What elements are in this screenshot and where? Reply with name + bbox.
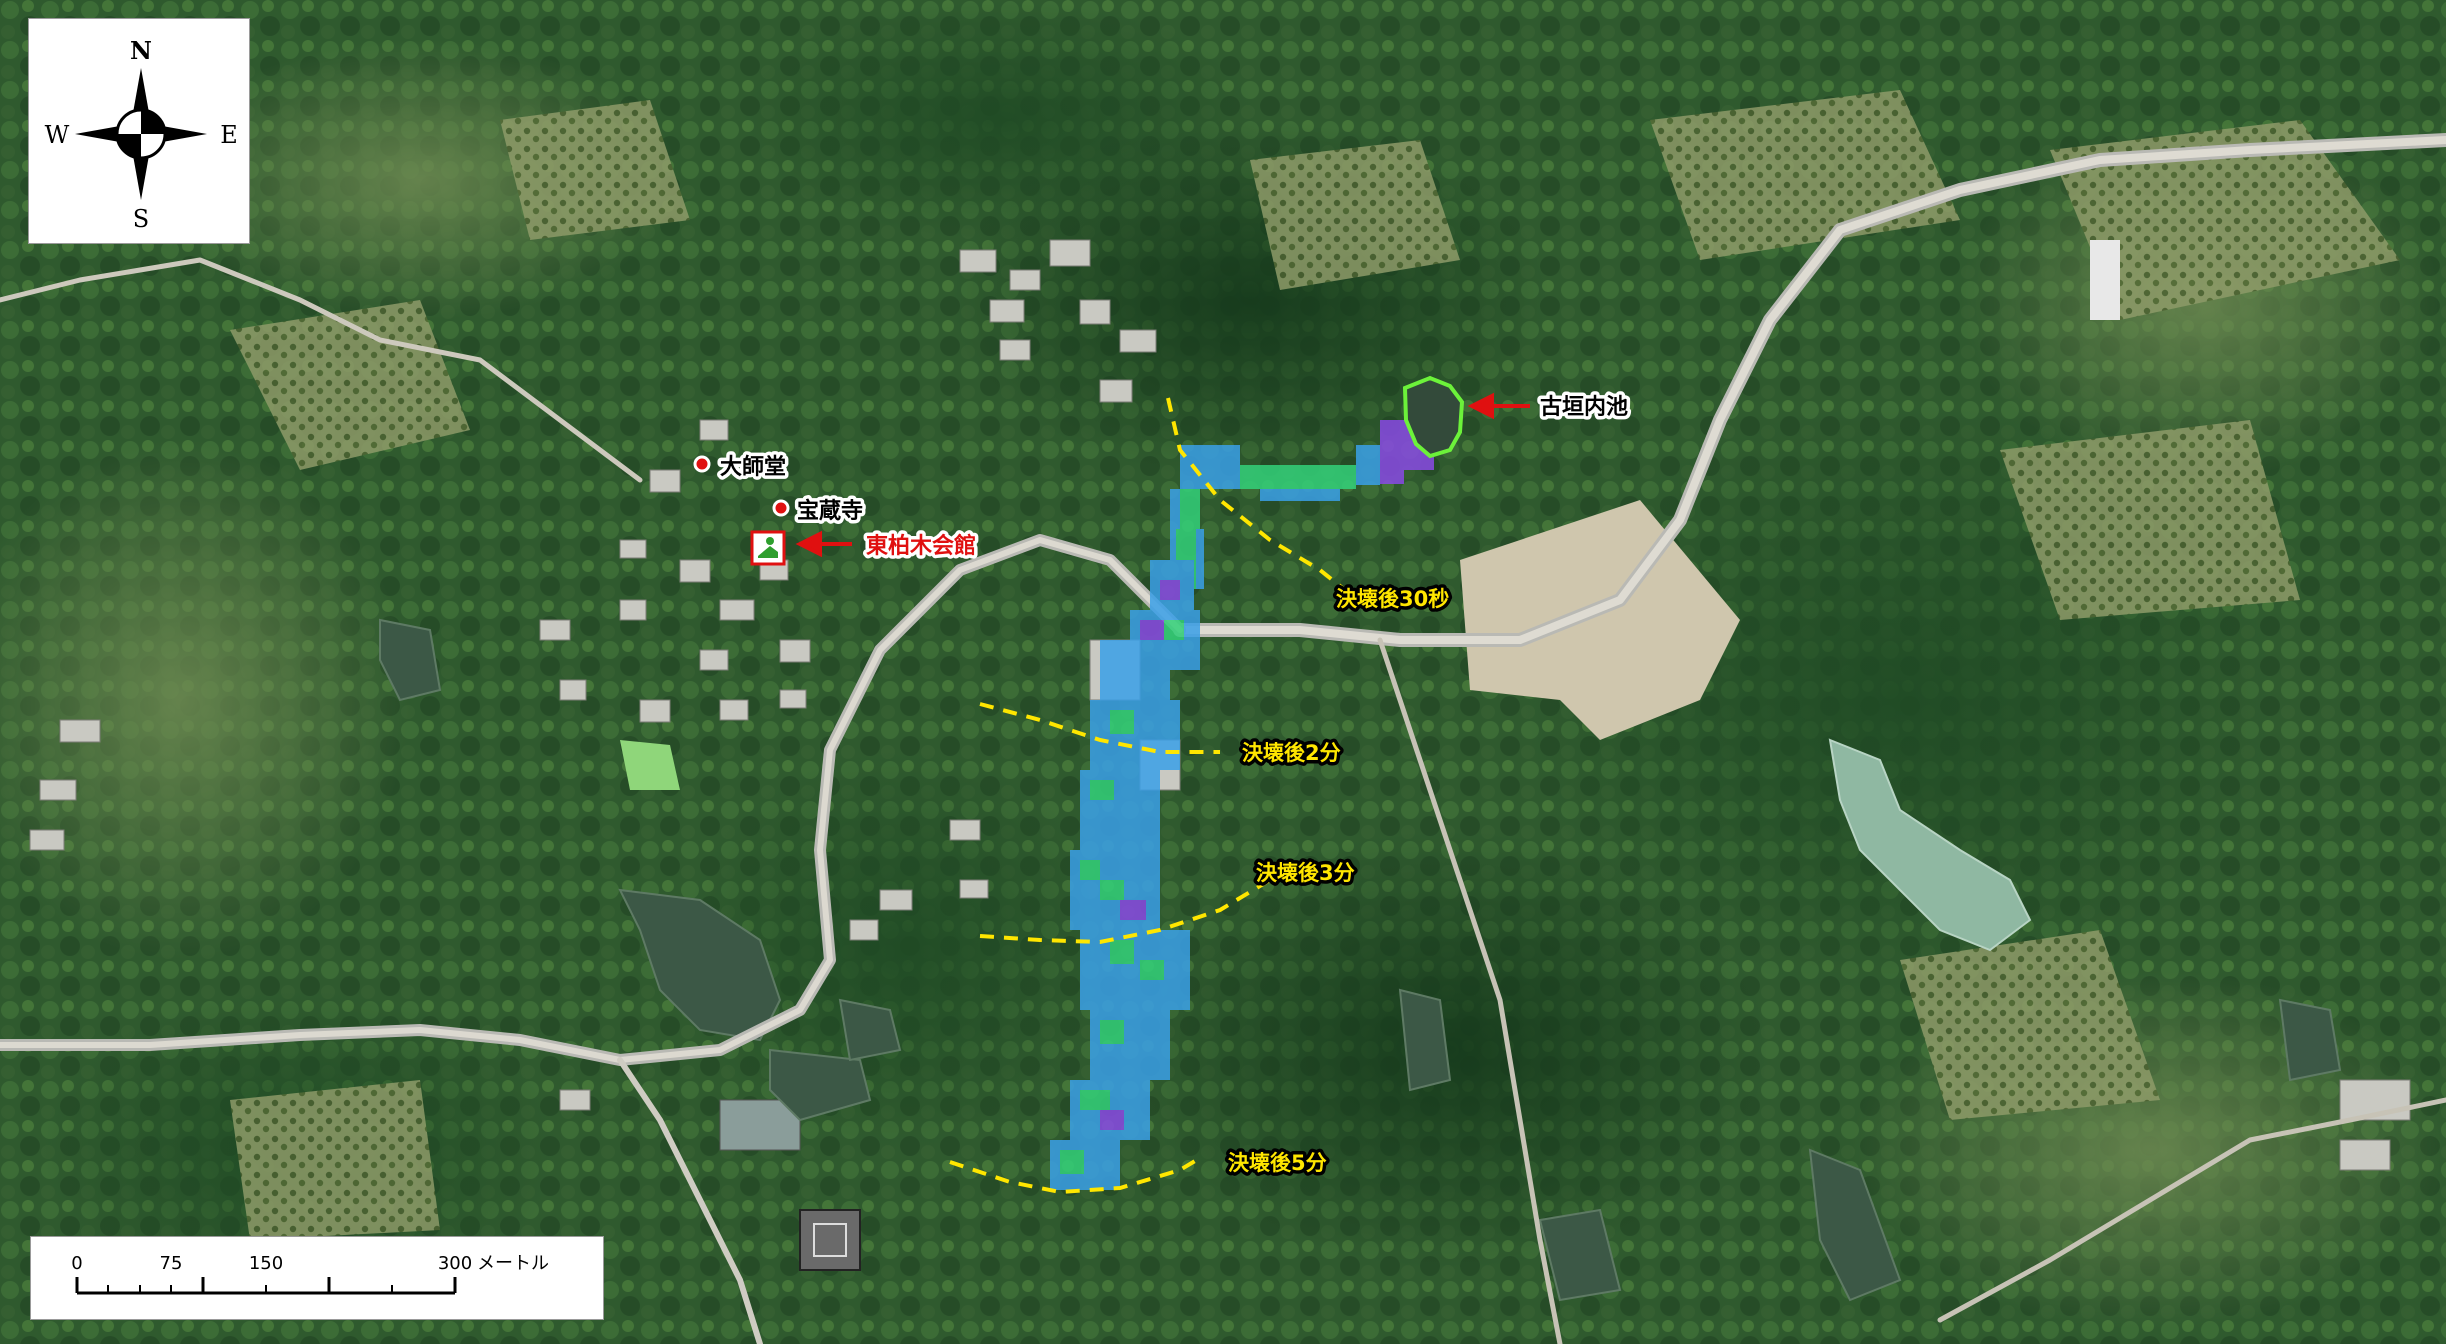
compass-rose: N S W E (45, 36, 238, 233)
time-contours (949, 397, 1352, 1195)
compass-s: S (133, 205, 149, 233)
green-pond (620, 740, 680, 790)
scale-unit: メートル (477, 1253, 549, 1274)
water-bodies (379, 618, 2342, 1302)
compass-e: E (220, 121, 238, 149)
flood-inundation (1050, 406, 1434, 1190)
compass-box: N S W E (28, 18, 250, 244)
kaikan-label: 東柏木会館 (866, 533, 976, 559)
time-label-30s: 決壊後30秒 (1336, 587, 1449, 611)
contour-3m (979, 878, 1272, 945)
time-label-5m: 決壊後5分 (1228, 1151, 1327, 1175)
pond-label: 古垣内池 (1540, 394, 1628, 420)
daishido-label: 大師堂 (720, 454, 786, 480)
scale-bar-graphic: 0 75 150 300 メートル (71, 1253, 549, 1295)
roads (0, 133, 2446, 1344)
scale-tick-300: 300 (438, 1253, 472, 1274)
contour-5m (949, 1156, 1202, 1195)
scale-bar: 0 75 150 300 メートル (30, 1236, 604, 1320)
clearings (719, 240, 2120, 1271)
daishido-dot[interactable] (693, 455, 711, 473)
pond-arrowhead (1467, 392, 1494, 420)
arrows (795, 392, 1530, 558)
time-label-3m: 決壊後3分 (1256, 861, 1355, 885)
kaikan-arrowhead (795, 530, 822, 558)
reservoir (1828, 738, 2032, 952)
scale-tick-150: 150 (249, 1253, 283, 1274)
kaikan-icon[interactable] (750, 530, 786, 566)
pond-outline (1402, 375, 1465, 459)
hozoji-dot[interactable] (772, 499, 790, 517)
time-label-2m: 決壊後2分 (1242, 741, 1341, 765)
scale-tick-0: 0 (71, 1253, 82, 1274)
compass-n: N (130, 36, 152, 65)
hozoji-label: 宝蔵寺 (797, 498, 863, 524)
scale-tick-75: 75 (160, 1253, 183, 1274)
compass-w: W (45, 121, 70, 149)
contour-2m (979, 702, 1220, 754)
contour-30s (1166, 397, 1352, 596)
